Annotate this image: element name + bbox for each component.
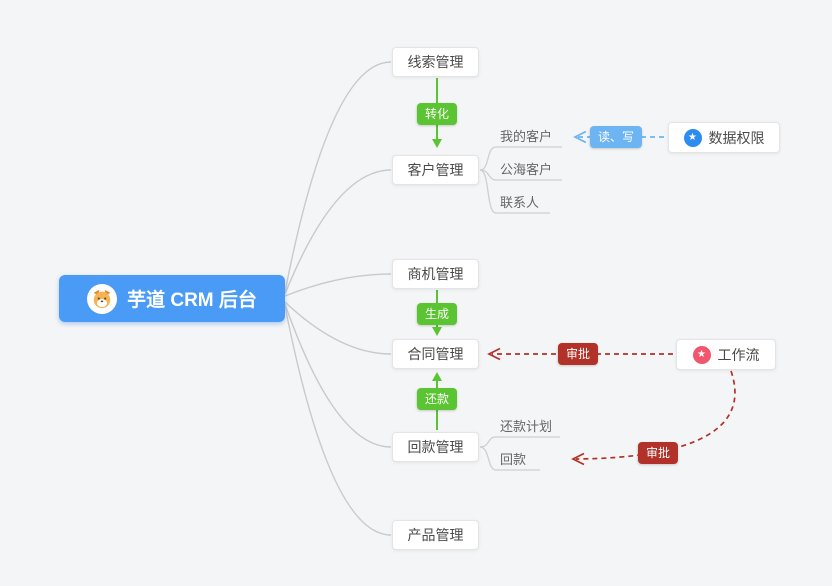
badge-approve-contract: 审批 (557, 343, 599, 365)
root-node-crm-backend: 芋道 CRM 后台 (59, 275, 285, 322)
dog-avatar-icon (87, 283, 118, 314)
node-product-management: 产品管理 (392, 520, 479, 550)
edge-root-to-lead (284, 61, 392, 293)
badge-approve-receivable: 审批 (637, 442, 679, 464)
node-contract-management: 合同管理 (392, 339, 479, 369)
subnode-repayment-plan: 还款计划 (500, 419, 553, 434)
edge-customer-to-my-customer (479, 146, 497, 171)
node-label: 回款管理 (407, 439, 464, 455)
node-label: 数据权限 (708, 129, 765, 146)
badge-generate: 生成 (416, 303, 458, 325)
edge-receivable-to-plan (479, 436, 497, 448)
node-receivable-management: 回款管理 (392, 432, 479, 462)
subnode-my-customer: 我的客户 (500, 129, 553, 144)
green-flow-arrows (432, 78, 442, 430)
badge-read-write: 读、写 (589, 126, 643, 148)
node-opportunity-management: 商机管理 (392, 259, 479, 289)
edge-receivable-to-record (479, 446, 497, 471)
node-data-permission: ★ 数据权限 (668, 122, 780, 153)
arrowhead-workflow-receivable (571, 452, 585, 466)
node-customer-management: 客户管理 (392, 155, 479, 185)
node-workflow: ★ 工作流 (676, 339, 776, 370)
star-icon: ★ (683, 128, 702, 147)
edge-root-to-opportunity (284, 273, 392, 297)
edge-workflow-to-receivable (575, 370, 736, 460)
badge-repay: 还款 (416, 388, 458, 410)
edge-root-to-product (284, 305, 392, 536)
arrowhead-opportunity-to-contract (432, 327, 442, 336)
node-label: 商机管理 (407, 266, 464, 282)
node-label: 工作流 (717, 346, 760, 363)
root-node-label: 芋道 CRM 后台 (127, 290, 257, 311)
subnode-public-customer: 公海客户 (500, 162, 553, 177)
edge-root-to-customer (284, 169, 392, 295)
node-label: 客户管理 (407, 162, 464, 178)
node-label: 产品管理 (407, 527, 464, 543)
node-label: 合同管理 (407, 346, 464, 362)
arrowhead-workflow-contract (487, 347, 501, 361)
edge-root-to-contract (284, 301, 392, 355)
node-lead-management: 线索管理 (392, 47, 479, 77)
arrowhead-receivable-to-contract (432, 372, 442, 381)
root-branch-curves (284, 61, 392, 536)
workflow-receivable-arrow (571, 370, 736, 466)
receivable-children-branches (479, 436, 560, 471)
badge-convert: 转化 (416, 103, 458, 125)
data-permission-arrow (573, 130, 664, 144)
subnode-contact: 联系人 (500, 195, 540, 210)
arrowhead-lead-to-customer (432, 139, 442, 148)
subnode-receivable-record: 回款 (500, 452, 527, 467)
node-label: 线索管理 (407, 54, 464, 70)
edge-customer-to-contact (479, 169, 497, 214)
customer-children-branches (479, 146, 562, 214)
star-icon: ★ (692, 345, 711, 364)
arrowhead-permission (573, 130, 587, 144)
edge-root-to-receivable (284, 303, 392, 448)
